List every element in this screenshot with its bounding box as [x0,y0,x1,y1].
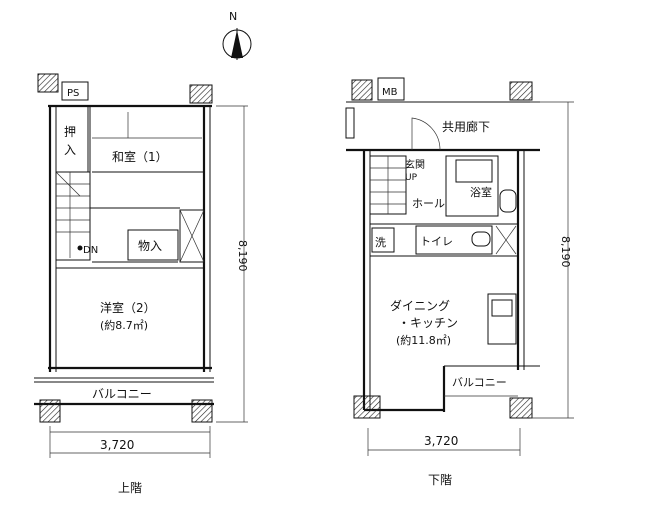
corridor-label: 共用廊下 [442,119,490,134]
north-label: N [229,10,237,23]
lower-depth-dimension: 8,190 [559,236,572,268]
upper-floor-plan: PS 押 入 和室（1） DN [34,73,249,495]
closet1-label-b: 入 [64,143,76,157]
compass-icon: N [222,10,252,60]
wash-label: 洗 [375,236,386,249]
stair [55,171,91,261]
kitchen-counter [487,293,517,345]
hall-label: ホール [412,197,445,210]
dk-area: (約11.8㎡) [396,333,451,347]
lower-width-dimension: 3,720 [424,434,458,448]
closet1-label-a: 押 [64,125,76,139]
dk-label-2: ・キッチン [398,316,458,330]
column-mark [37,73,59,93]
ps-box [61,81,89,101]
lower-floor-plan: MB 共用廊下 玄関 UP ホール 浴室 洗 [345,77,574,487]
upper-balcony-label: バルコニー [92,387,152,401]
stair-up-label: UP [405,173,418,183]
upper-floor-caption: 上階 [118,480,142,495]
bath-label: 浴室 [470,185,492,199]
toilet-box [415,225,493,255]
toilet-icon [471,231,491,247]
mb-label: MB [382,87,398,98]
toilet-label: トイレ [420,235,453,248]
column-mark [353,395,381,419]
upper-depth-dimension: 8,190 [236,240,249,272]
mb-box [377,77,405,101]
upper-width-dimension: 3,720 [100,438,134,452]
column-mark [189,84,213,104]
genkan-label: 玄関 [405,158,425,171]
lower-balcony-label: バルコニー [452,376,507,389]
bathtub-icon [455,159,493,183]
washer-box [371,227,395,253]
closet2-label: 物入 [138,239,162,253]
washbasin-icon [499,189,517,213]
entrance-door [411,117,441,151]
yoshitsu-area: (約8.7㎡) [100,318,148,332]
closet2-box [127,229,179,261]
yoshitsu-label: 洋室（2） [100,300,156,315]
column-mark [509,397,533,419]
bath-box [445,155,499,217]
column-mark [509,81,533,101]
ps-label: PS [67,88,79,99]
sink-icon [491,299,513,317]
dk-label-1: ダイニング [390,298,450,313]
column-mark [191,399,213,423]
lower-floor-caption: 下階 [428,472,452,487]
column-mark [351,79,373,101]
column-mark [39,399,61,423]
washitsu-label: 和室（1） [112,149,168,164]
stair-dn-label: DN [83,245,98,256]
